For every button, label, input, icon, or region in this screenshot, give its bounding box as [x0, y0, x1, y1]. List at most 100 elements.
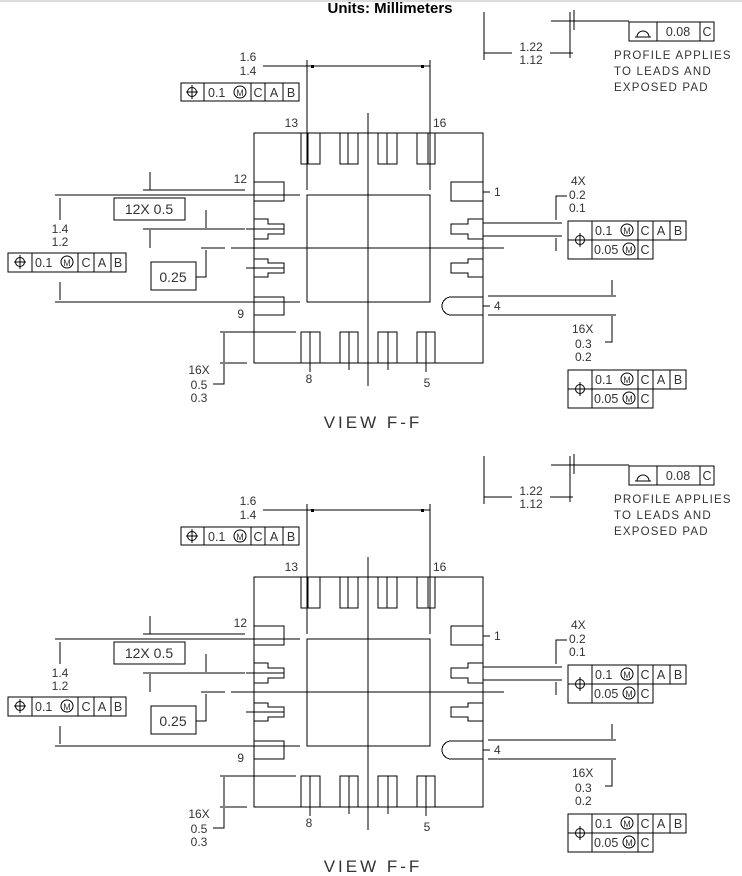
- pad-width-dimension: 1.6 1.4: [240, 494, 431, 634]
- lead-width-dimension: 16X 0.3 0.2: [488, 280, 616, 364]
- fcf-tolerance-2: 0.05: [594, 392, 618, 406]
- offset-value: 0.25: [159, 269, 186, 285]
- pad-height-min: 1.2: [52, 679, 69, 693]
- fcf-datum: B: [287, 86, 295, 100]
- pin-label-1: 1: [494, 185, 501, 199]
- fcf-datum: B: [114, 256, 122, 270]
- corner-width-count: 4X: [571, 618, 586, 632]
- fcf-datum: C: [81, 700, 90, 714]
- offset-value: 0.25: [159, 713, 186, 729]
- mmc-circle-icon: [620, 223, 634, 237]
- units-title: Units: Millimeters: [327, 0, 452, 17]
- fcf-tolerance: 0.1: [595, 668, 612, 682]
- pin-label-8: 8: [306, 816, 313, 830]
- fcf-modifier: M: [236, 88, 244, 98]
- view-label: VIEW F-F: [324, 857, 423, 876]
- fcf-datum: B: [287, 530, 295, 544]
- lead-length-min: 0.3: [191, 835, 208, 849]
- fcf-modifier: M: [236, 532, 244, 542]
- fcf-datum: B: [674, 668, 682, 682]
- pad-height-max: 1.4: [52, 222, 69, 236]
- fcf-datum: C: [640, 687, 649, 701]
- thickness-min: 1.12: [519, 53, 543, 67]
- fcf-datum: A: [270, 530, 279, 544]
- offset-dimension: 0.25: [150, 250, 207, 291]
- fcf-datum: A: [657, 224, 666, 238]
- fcf-modifier: M: [625, 245, 633, 255]
- pin-label-16: 16: [433, 560, 447, 574]
- corner-width-dimension: 4X 0.2 0.1: [483, 618, 586, 695]
- fcf-tolerance-2: 0.05: [594, 687, 618, 701]
- pin-label-9: 9: [237, 307, 244, 321]
- package-view: 1.22 1.12 0.08 C PROFILE APPLIES TO LEAD…: [7, 454, 732, 876]
- corner-width-max: 0.2: [569, 188, 586, 202]
- fcf-datum: C: [253, 86, 262, 100]
- lead-width-count: 16X: [572, 766, 593, 780]
- pad-height-dimension: 1.4 1.2: [52, 198, 69, 300]
- fcf-datum: C: [640, 243, 649, 257]
- profile-note-line: PROFILE APPLIES: [614, 494, 732, 506]
- fcf-datum: B: [674, 373, 682, 387]
- pin-label-9: 9: [237, 751, 244, 765]
- fcf-modifier: M: [63, 258, 71, 268]
- pad-position-frame-left: 0.1 M C A B: [7, 696, 127, 717]
- pad-height-dimension: 1.4 1.2: [52, 642, 69, 744]
- fcf-datum: A: [270, 86, 279, 100]
- fcf-datum: A: [98, 700, 107, 714]
- top-leads: [300, 132, 436, 165]
- lead-length-max: 0.5: [191, 378, 208, 392]
- mmc-circle-icon: [622, 391, 636, 405]
- pad-height-min: 1.2: [52, 235, 69, 249]
- mmc-circle-icon: [622, 242, 636, 256]
- position-icon: [14, 255, 26, 269]
- pin-label-5: 5: [424, 376, 431, 390]
- fcf-tolerance: 0.1: [208, 86, 225, 100]
- pin-label-1: 1: [494, 629, 501, 643]
- fcf-datum: A: [657, 817, 666, 831]
- fcf-datum: B: [674, 224, 682, 238]
- profile-note-line: TO LEADS AND: [614, 66, 712, 78]
- fcf-modifier: M: [625, 689, 633, 699]
- profile-tolerance-frame: 0.08 C PROFILE APPLIES TO LEADS AND EXPO…: [614, 465, 732, 538]
- position-icon: [186, 85, 198, 99]
- fcf-datum: C: [640, 836, 649, 850]
- profile-surface-icon: [635, 474, 651, 482]
- fcf-datum: C: [640, 224, 649, 238]
- mmc-circle-icon: [620, 667, 634, 681]
- lead-width-min: 0.2: [575, 350, 592, 364]
- thickness-dimension: 1.22 1.12: [483, 454, 629, 511]
- fcf-datum: A: [657, 373, 666, 387]
- fcf-tolerance-2: 0.05: [594, 243, 618, 257]
- profile-surface-icon: [635, 30, 651, 38]
- lead-position-frame-lower: 0.1 M C A B 0.05 M C: [567, 369, 687, 409]
- fcf-modifier: M: [625, 394, 633, 404]
- lead-width-dimension: 16X 0.3 0.2: [488, 724, 616, 808]
- pin-label-12: 12: [234, 616, 248, 630]
- pin-label-13: 13: [285, 116, 299, 130]
- profile-tolerance-value: 0.08: [666, 469, 690, 483]
- pad-width-max: 1.6: [240, 494, 257, 508]
- lead-width-count: 16X: [572, 322, 593, 336]
- pin-label-16: 16: [433, 116, 447, 130]
- pad-width-dimension: 1.6 1.4: [240, 50, 431, 190]
- lead-width-min: 0.2: [575, 794, 592, 808]
- mmc-circle-icon: [622, 686, 636, 700]
- fcf-datum: C: [640, 392, 649, 406]
- package-view: 1.22 1.12 0.08 C PROFILE APPLIES TO LEAD…: [7, 10, 731, 432]
- lead-length-min: 0.3: [191, 391, 208, 405]
- fcf-datum: C: [81, 256, 90, 270]
- right-leads: [441, 625, 490, 760]
- fcf-datum: B: [674, 817, 682, 831]
- corner-width-min: 0.1: [569, 645, 586, 659]
- pad-position-frame-left: 0.1 M C A B: [7, 252, 127, 273]
- lead-length-count: 16X: [188, 807, 209, 821]
- pitch-value: 12X 0.5: [125, 645, 173, 661]
- right-leads: [441, 181, 490, 316]
- fcf-modifier: M: [63, 702, 71, 712]
- fcf-datum: C: [640, 373, 649, 387]
- corner-width-dimension: 4X 0.2 0.1: [483, 174, 586, 251]
- fcf-datum: C: [640, 817, 649, 831]
- fcf-tolerance: 0.1: [208, 530, 225, 544]
- fcf-datum: C: [640, 668, 649, 682]
- package-body: [55, 113, 504, 386]
